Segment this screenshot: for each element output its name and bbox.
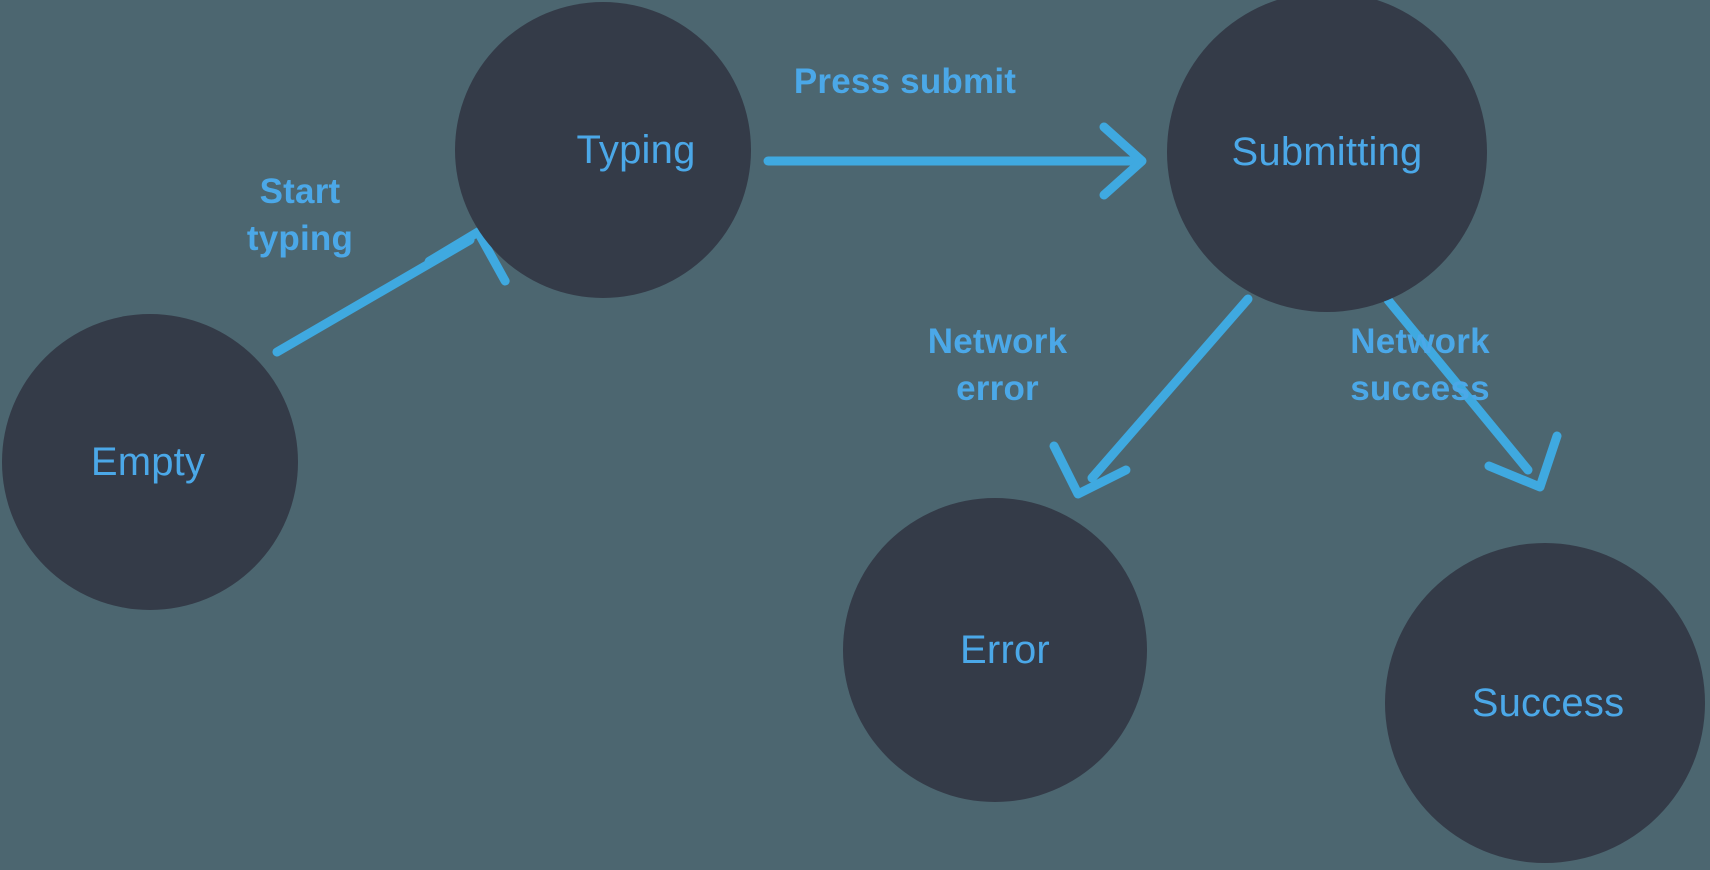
state-node-typing[interactable]: Typing [455,2,751,298]
state-node-success[interactable]: Success [1385,543,1705,863]
state-label-error: Error [960,628,1050,672]
state-label-submitting: Submitting [1231,130,1423,174]
arrow-network-error [1049,294,1253,499]
state-label-typing: Typing [576,128,696,172]
transition-label-network-success: Network success [1350,322,1490,409]
state-node-empty[interactable]: Empty [2,314,298,610]
transition-label-press-submit: Press submit [793,62,1017,101]
state-node-error[interactable]: Error [843,498,1147,802]
transition-label-network-error: Network error [927,322,1068,409]
state-label-empty: Empty [90,440,206,484]
state-node-submitting[interactable]: Submitting [1167,0,1487,312]
arrow-start-typing [272,227,510,357]
arrow-network-success [1383,295,1562,492]
arrow-press-submit [763,122,1147,200]
state-label-success: Success [1471,681,1625,725]
transition-label-start-typing: Start typing [246,172,354,259]
